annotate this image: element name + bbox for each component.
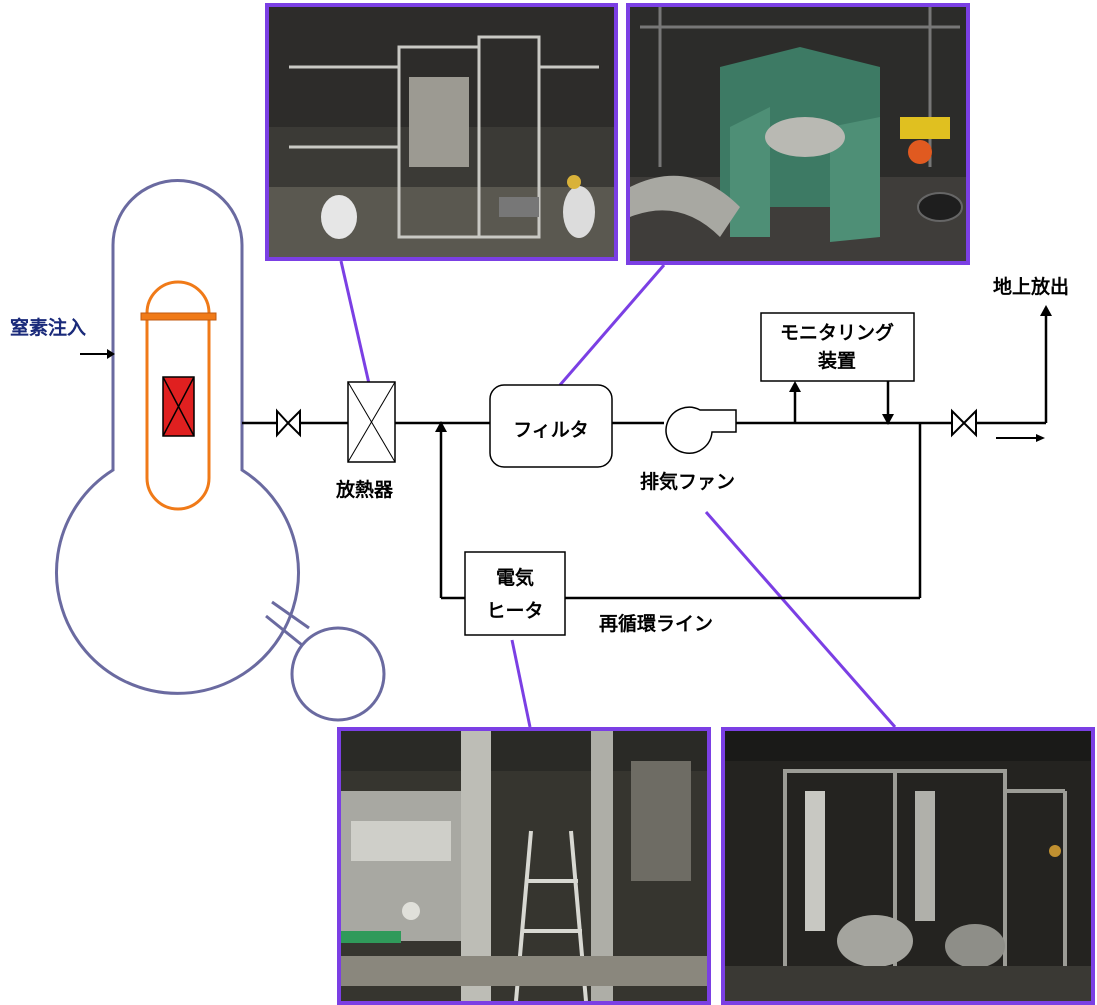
pressure-vessel-head [145, 280, 211, 314]
fan-callout-line [704, 511, 897, 728]
vent-connector-top [265, 614, 303, 647]
filter-box [489, 384, 613, 468]
exhaust-fan-label: 排気ファン [640, 470, 735, 493]
heater-box [464, 551, 566, 636]
valve-left [276, 408, 301, 438]
reactor-containment-outline [55, 179, 300, 695]
vessel-flange [140, 312, 217, 321]
heater-label-line2: ヒータ [486, 600, 543, 622]
radiator-photo [265, 3, 618, 261]
radiator-label: 放熱器 [335, 478, 394, 501]
monitoring-box [760, 312, 915, 382]
radiator-callout-line [339, 260, 372, 389]
nitrogen-injection-label: 窒素注入 [10, 316, 86, 339]
filter-photo [626, 3, 970, 265]
fan-photo-image [725, 731, 1091, 1001]
release-arrowhead [1040, 305, 1052, 316]
filter-photo-image [630, 7, 966, 261]
fan-photo [721, 727, 1095, 1005]
heater-photo-image [341, 731, 707, 1001]
suppression-chamber [290, 626, 386, 722]
vent-connector-bottom [271, 600, 310, 630]
heater-label-line1: 電気 [496, 566, 534, 589]
pressure-vessel-outline [145, 320, 211, 511]
ground-release-label: 地上放出 [993, 275, 1069, 298]
flow-arrow-right [1036, 434, 1045, 442]
recirculation-arrowhead [435, 421, 447, 432]
monitoring-label-line1: モニタリング [780, 321, 894, 344]
valve-right [951, 408, 977, 438]
filter-callout-line [558, 264, 666, 386]
heater-photo [337, 727, 711, 1005]
filter-label: フィルタ [513, 419, 589, 441]
radiator-photo-image [269, 7, 614, 257]
exhaust-fan-shape [665, 406, 737, 454]
heater-callout-line [510, 639, 532, 728]
recirculation-line-label: 再循環ライン [599, 612, 713, 635]
monitoring-label-line2: 装置 [817, 349, 856, 372]
